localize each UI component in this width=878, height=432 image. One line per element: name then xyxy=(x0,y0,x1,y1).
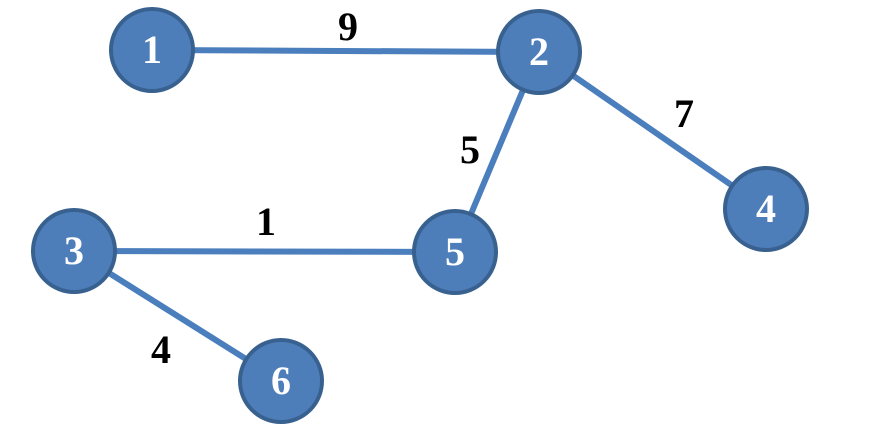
edge-2-4 xyxy=(536,49,769,212)
node-circle-4 xyxy=(723,166,809,252)
node-circle-1 xyxy=(109,7,195,93)
edge-weight-2-5: 5 xyxy=(460,127,480,172)
graph-node-2: 2 xyxy=(496,9,582,95)
node-circle-2 xyxy=(496,9,582,95)
node-label-1: 1 xyxy=(142,27,162,72)
graph-node-4: 4 xyxy=(723,166,809,252)
edge-1-2 xyxy=(149,47,542,55)
node-label-4: 4 xyxy=(756,186,776,231)
node-circle-3 xyxy=(31,208,117,294)
graph-node-5: 5 xyxy=(412,209,498,295)
node-label-2: 2 xyxy=(529,29,549,74)
node-circle-6 xyxy=(238,338,324,424)
graph-node-3: 3 xyxy=(31,208,117,294)
edge-3-5 xyxy=(71,248,458,255)
edge-weight-2-4: 7 xyxy=(674,91,694,136)
graph-node-6: 6 xyxy=(238,338,324,424)
edge-weight-1-2: 9 xyxy=(338,4,358,49)
node-label-5: 5 xyxy=(445,229,465,274)
edge-weight-3-6: 4 xyxy=(151,327,171,372)
node-label-6: 6 xyxy=(271,358,291,403)
edge-weight-3-5: 1 xyxy=(256,199,276,244)
graph-node-1: 1 xyxy=(109,7,195,93)
node-circle-5 xyxy=(412,209,498,295)
node-label-3: 3 xyxy=(64,228,84,273)
